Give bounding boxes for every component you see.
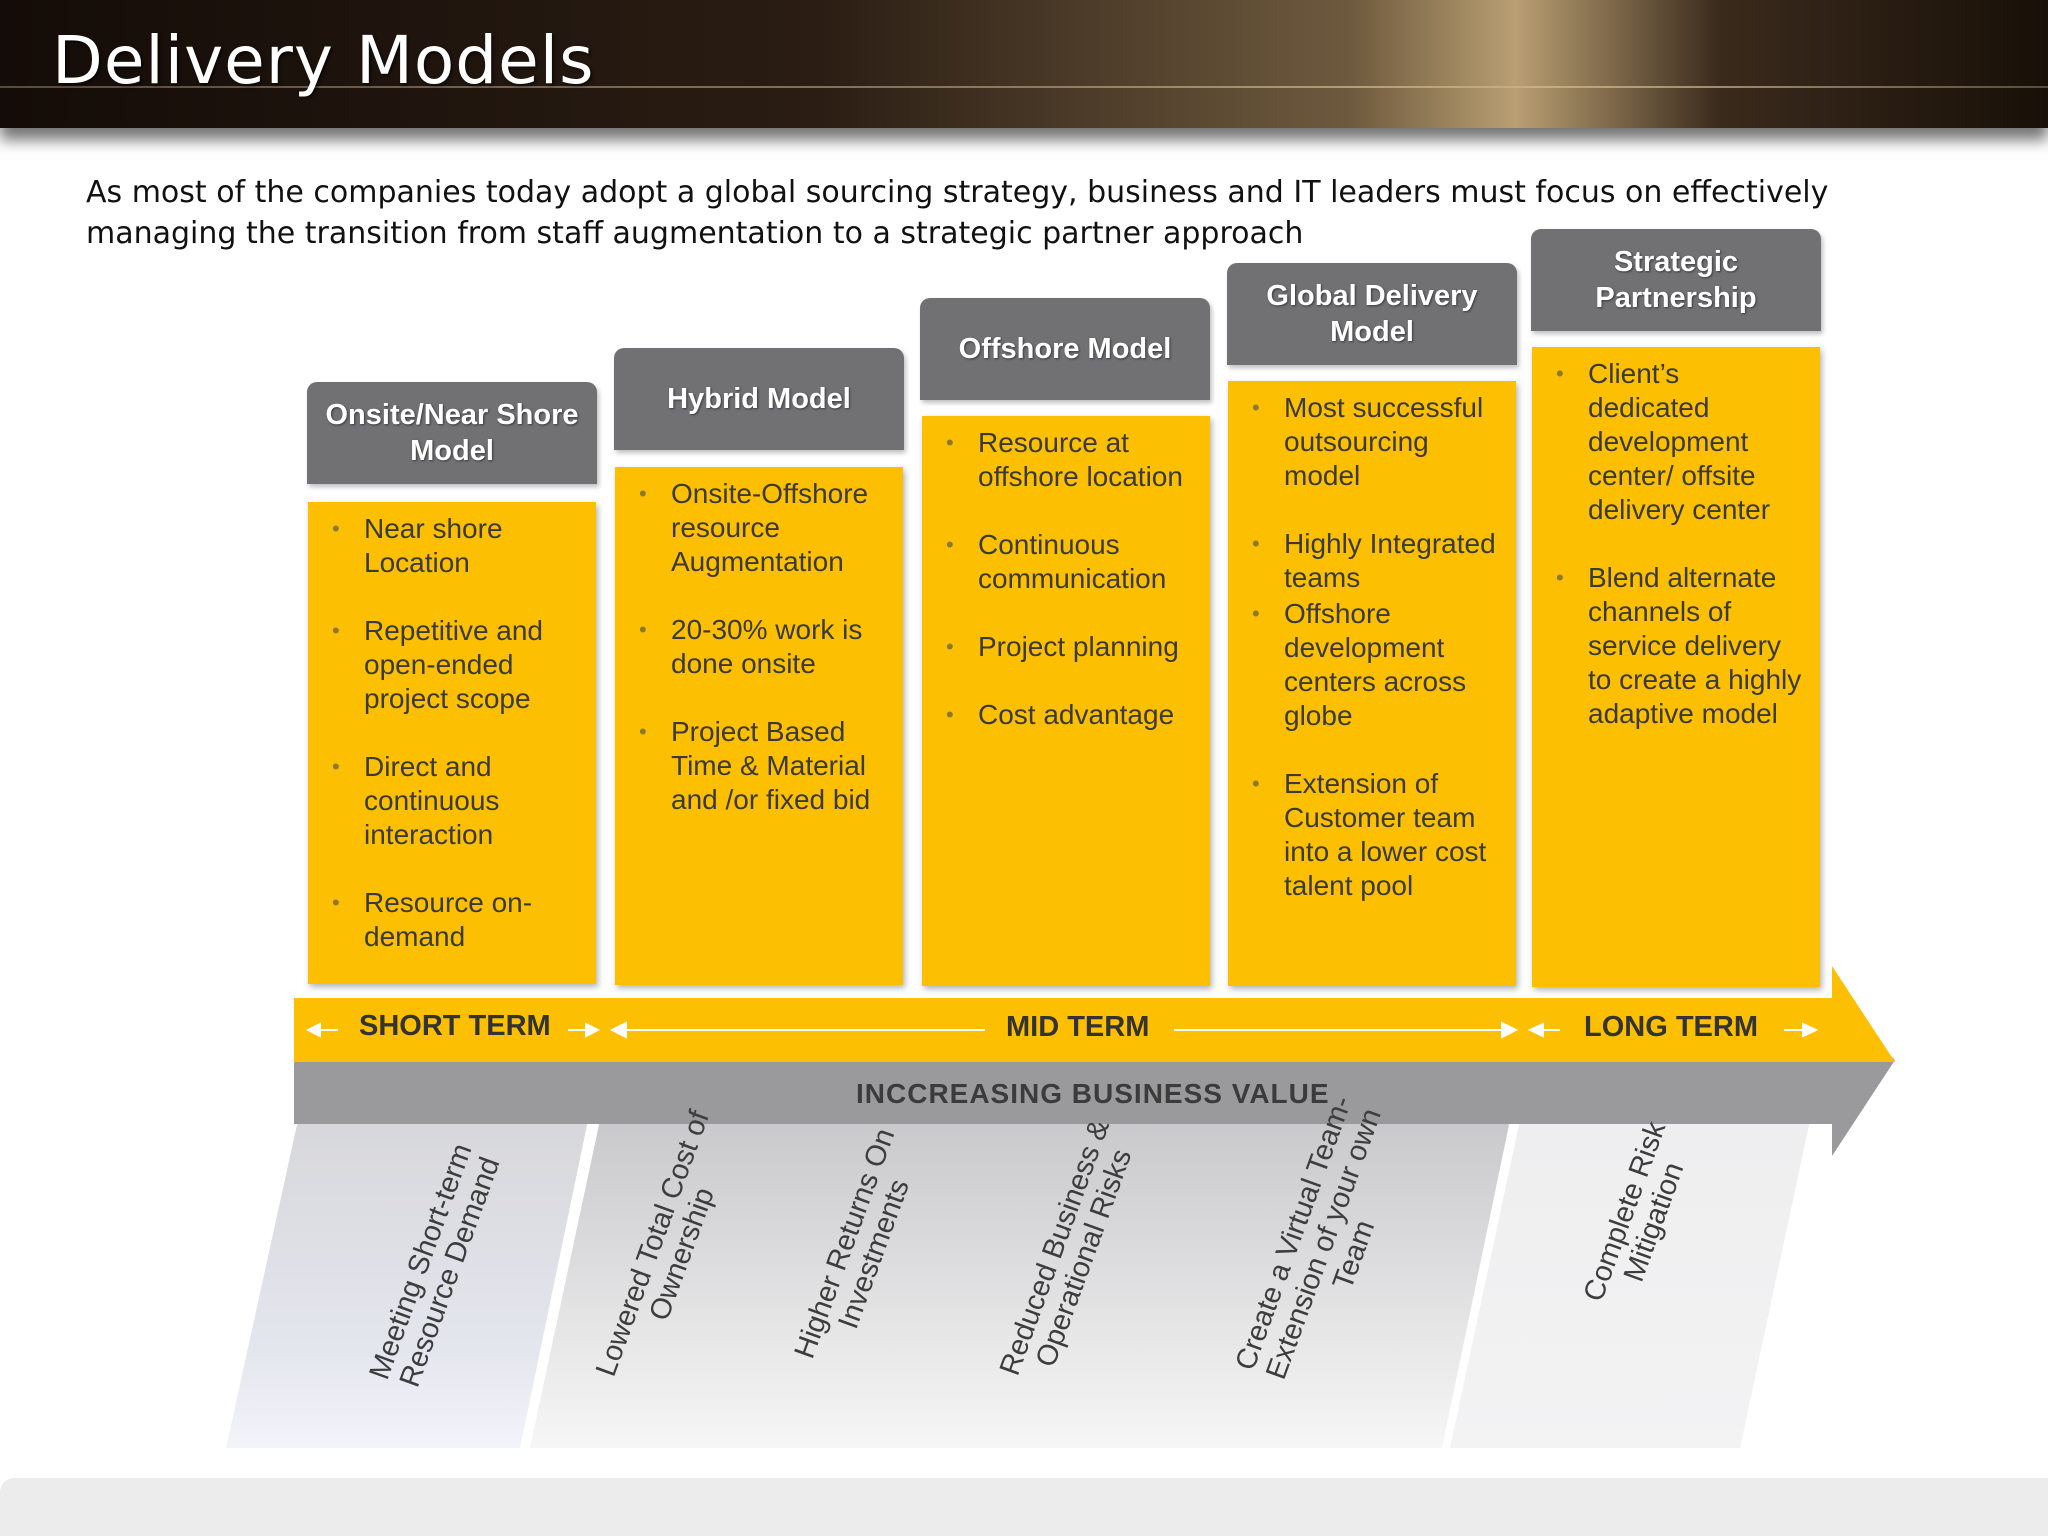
mid-term-label: MID TERM [1006,1011,1150,1043]
list-item: Near shore Location [332,512,584,580]
model-header-strategic: Strategic Partnership [1531,229,1821,331]
mid-term-arrows [609,1021,1519,1039]
long-term-arrows [1527,1022,1819,1038]
model-header-hybrid: Hybrid Model [614,348,904,450]
list-item: Onsite-Offshore resource Augmentation [639,477,891,579]
model-header-offshore: Offshore Model [920,298,1210,400]
list-item: Extension of Customer team into a lower … [1252,767,1504,903]
benefit-band-short [226,1120,588,1448]
list-item: Blend alternate channels of service deli… [1556,561,1808,731]
list-item: Direct and continuous interaction [332,750,584,852]
list-item: 20-30% work is done onsite [639,613,891,681]
model-card-onsite: Near shore Location Repetitive and open-… [308,502,596,984]
list-item: Continuous communication [946,528,1198,596]
short-term-label: SHORT TERM [359,1010,551,1042]
model-card-offshore: Resource at offshore location Continuous… [922,416,1210,986]
model-card-global: Most successful outsourcing model Highly… [1228,381,1516,986]
model-card-hybrid: Onsite-Offshore resource Augmentation 20… [615,467,903,985]
footer-bar [0,1478,2048,1536]
slide-title: Delivery Models [52,22,595,99]
term-arrow [294,966,1895,1062]
list-item: Client’s dedicated development center/ o… [1556,357,1808,527]
benefit-band-long [1450,1120,1810,1448]
benefit-band-mid [530,1120,1510,1448]
value-arrow [294,1000,1895,1156]
list-item: Cost advantage [946,698,1198,732]
model-header-onsite: Onsite/Near Shore Model [307,382,597,484]
list-item: Project planning [946,630,1198,664]
long-term-label: LONG TERM [1584,1011,1758,1043]
list-item: Offshore development centers across glob… [1252,597,1504,733]
list-item: Highly Integrated teams [1252,527,1504,595]
list-item: Repetitive and open-ended project scope [332,614,584,716]
title-bar: Delivery Models [0,0,2048,128]
list-item: Resource at offshore location [946,426,1198,494]
title-divider [0,86,2048,88]
intro-text: As most of the companies today adopt a g… [86,175,1829,251]
list-item: Project Based Time & Material and /or fi… [639,715,891,817]
list-item: Resource on-demand [332,886,584,954]
model-card-strategic: Client’s dedicated development center/ o… [1532,347,1820,987]
business-value-label: INCCREASING BUSINESS VALUE [856,1078,1330,1109]
model-header-global: Global Delivery Model [1227,263,1517,365]
short-term-arrows [305,1022,601,1038]
list-item: Most successful outsourcing model [1252,391,1504,493]
